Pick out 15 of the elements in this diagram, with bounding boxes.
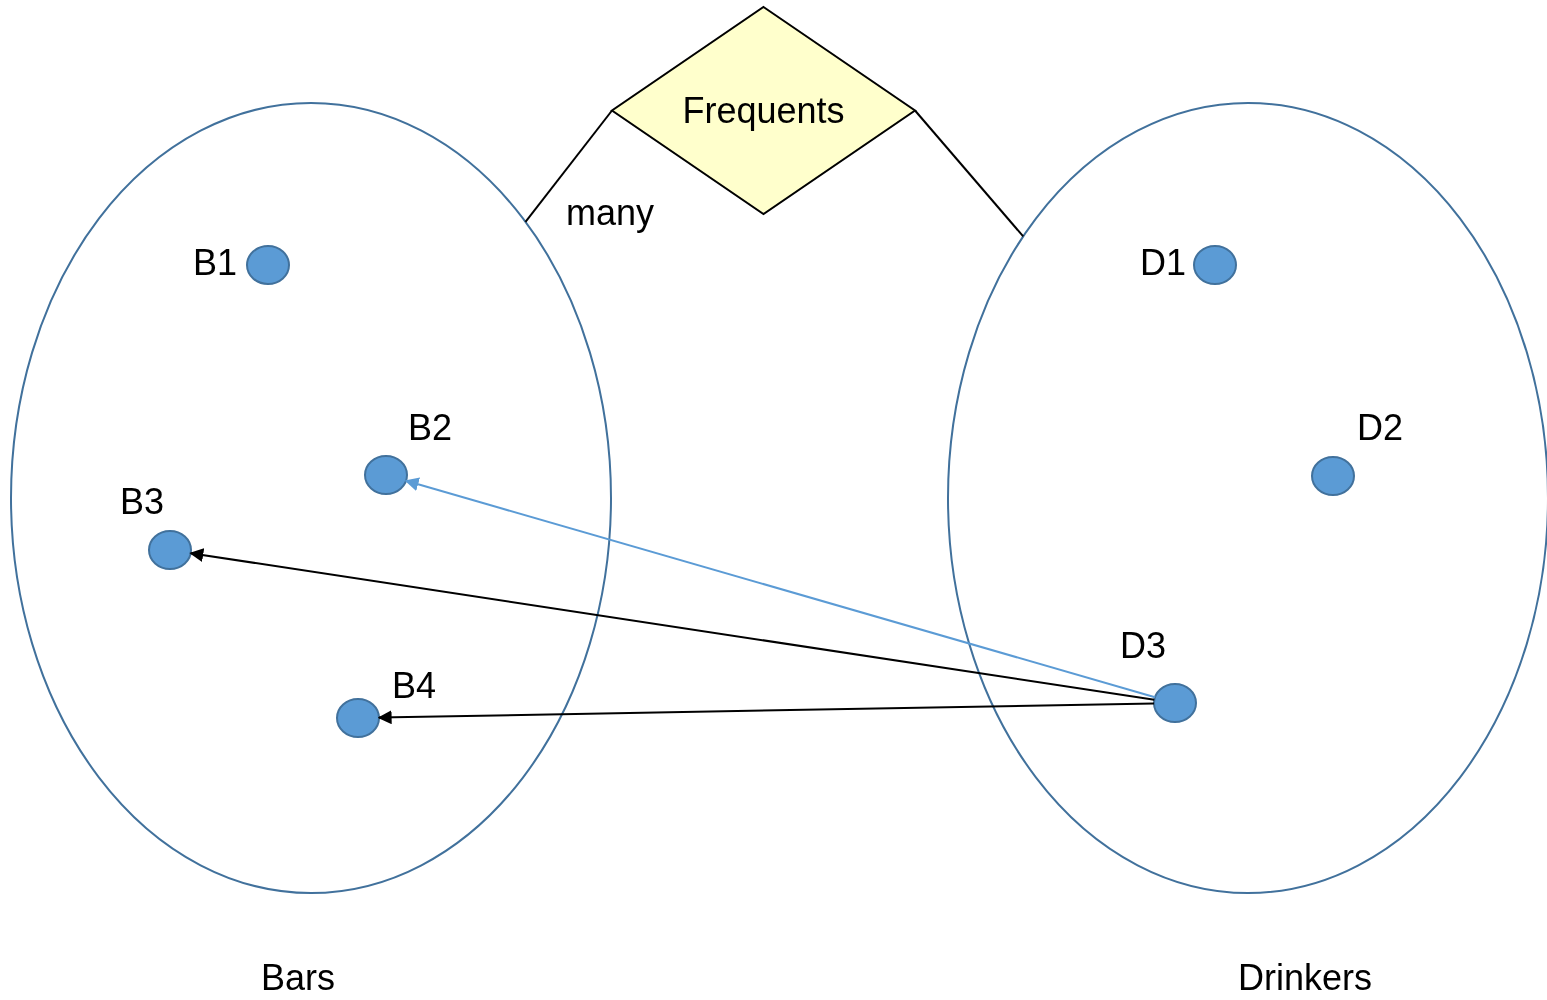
element-label: B4	[392, 666, 436, 706]
element-label: D1	[1140, 243, 1186, 283]
set-label: Bars	[261, 958, 335, 998]
element-label: B2	[408, 408, 452, 448]
element-label: B3	[120, 482, 164, 522]
arrow	[404, 477, 1156, 699]
connector-line	[524, 109, 613, 223]
set-label: Drinkers	[1238, 958, 1372, 998]
connector-line	[914, 109, 1025, 238]
arrow	[377, 702, 1155, 725]
arrow	[189, 548, 1156, 701]
element-label: D3	[1120, 626, 1166, 666]
relationship-label: Frequents	[682, 90, 845, 131]
element-label: D2	[1357, 408, 1403, 448]
element-label: B1	[193, 243, 237, 283]
